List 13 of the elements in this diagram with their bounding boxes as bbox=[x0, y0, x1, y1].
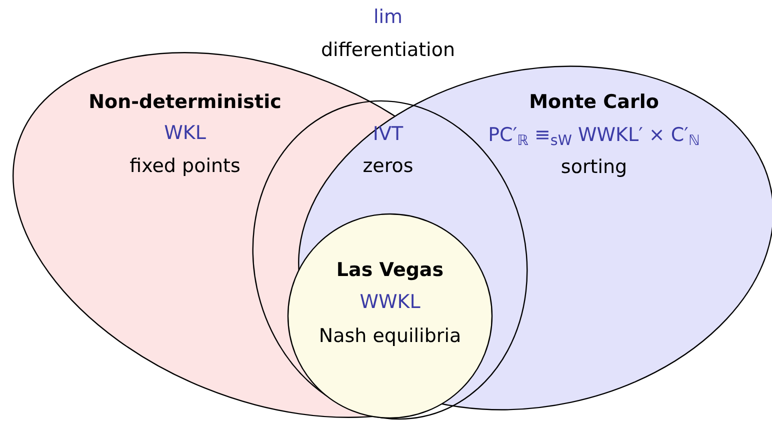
class-name: IVT bbox=[372, 122, 404, 147]
circle-heading: Las Vegas bbox=[336, 258, 444, 283]
problem-name: zeros bbox=[362, 154, 414, 179]
problem-name: Nash equilibria bbox=[318, 324, 462, 349]
problem-name: fixed points bbox=[130, 154, 240, 179]
ellipse-heading: Non-deterministic bbox=[88, 90, 282, 115]
class-name: WWKL bbox=[360, 290, 420, 315]
problem-name: sorting bbox=[560, 154, 628, 180]
annotation: lim bbox=[373, 4, 403, 30]
formula: PC′$_{ℝ}$ ≡$_{sW}$ WWKL′ × C′$_{ℕ}$ bbox=[488, 122, 700, 150]
annotation: differentiation bbox=[321, 38, 455, 63]
class-name: WKL bbox=[164, 120, 206, 146]
ellipse-heading: Monte Carlo bbox=[529, 90, 659, 115]
